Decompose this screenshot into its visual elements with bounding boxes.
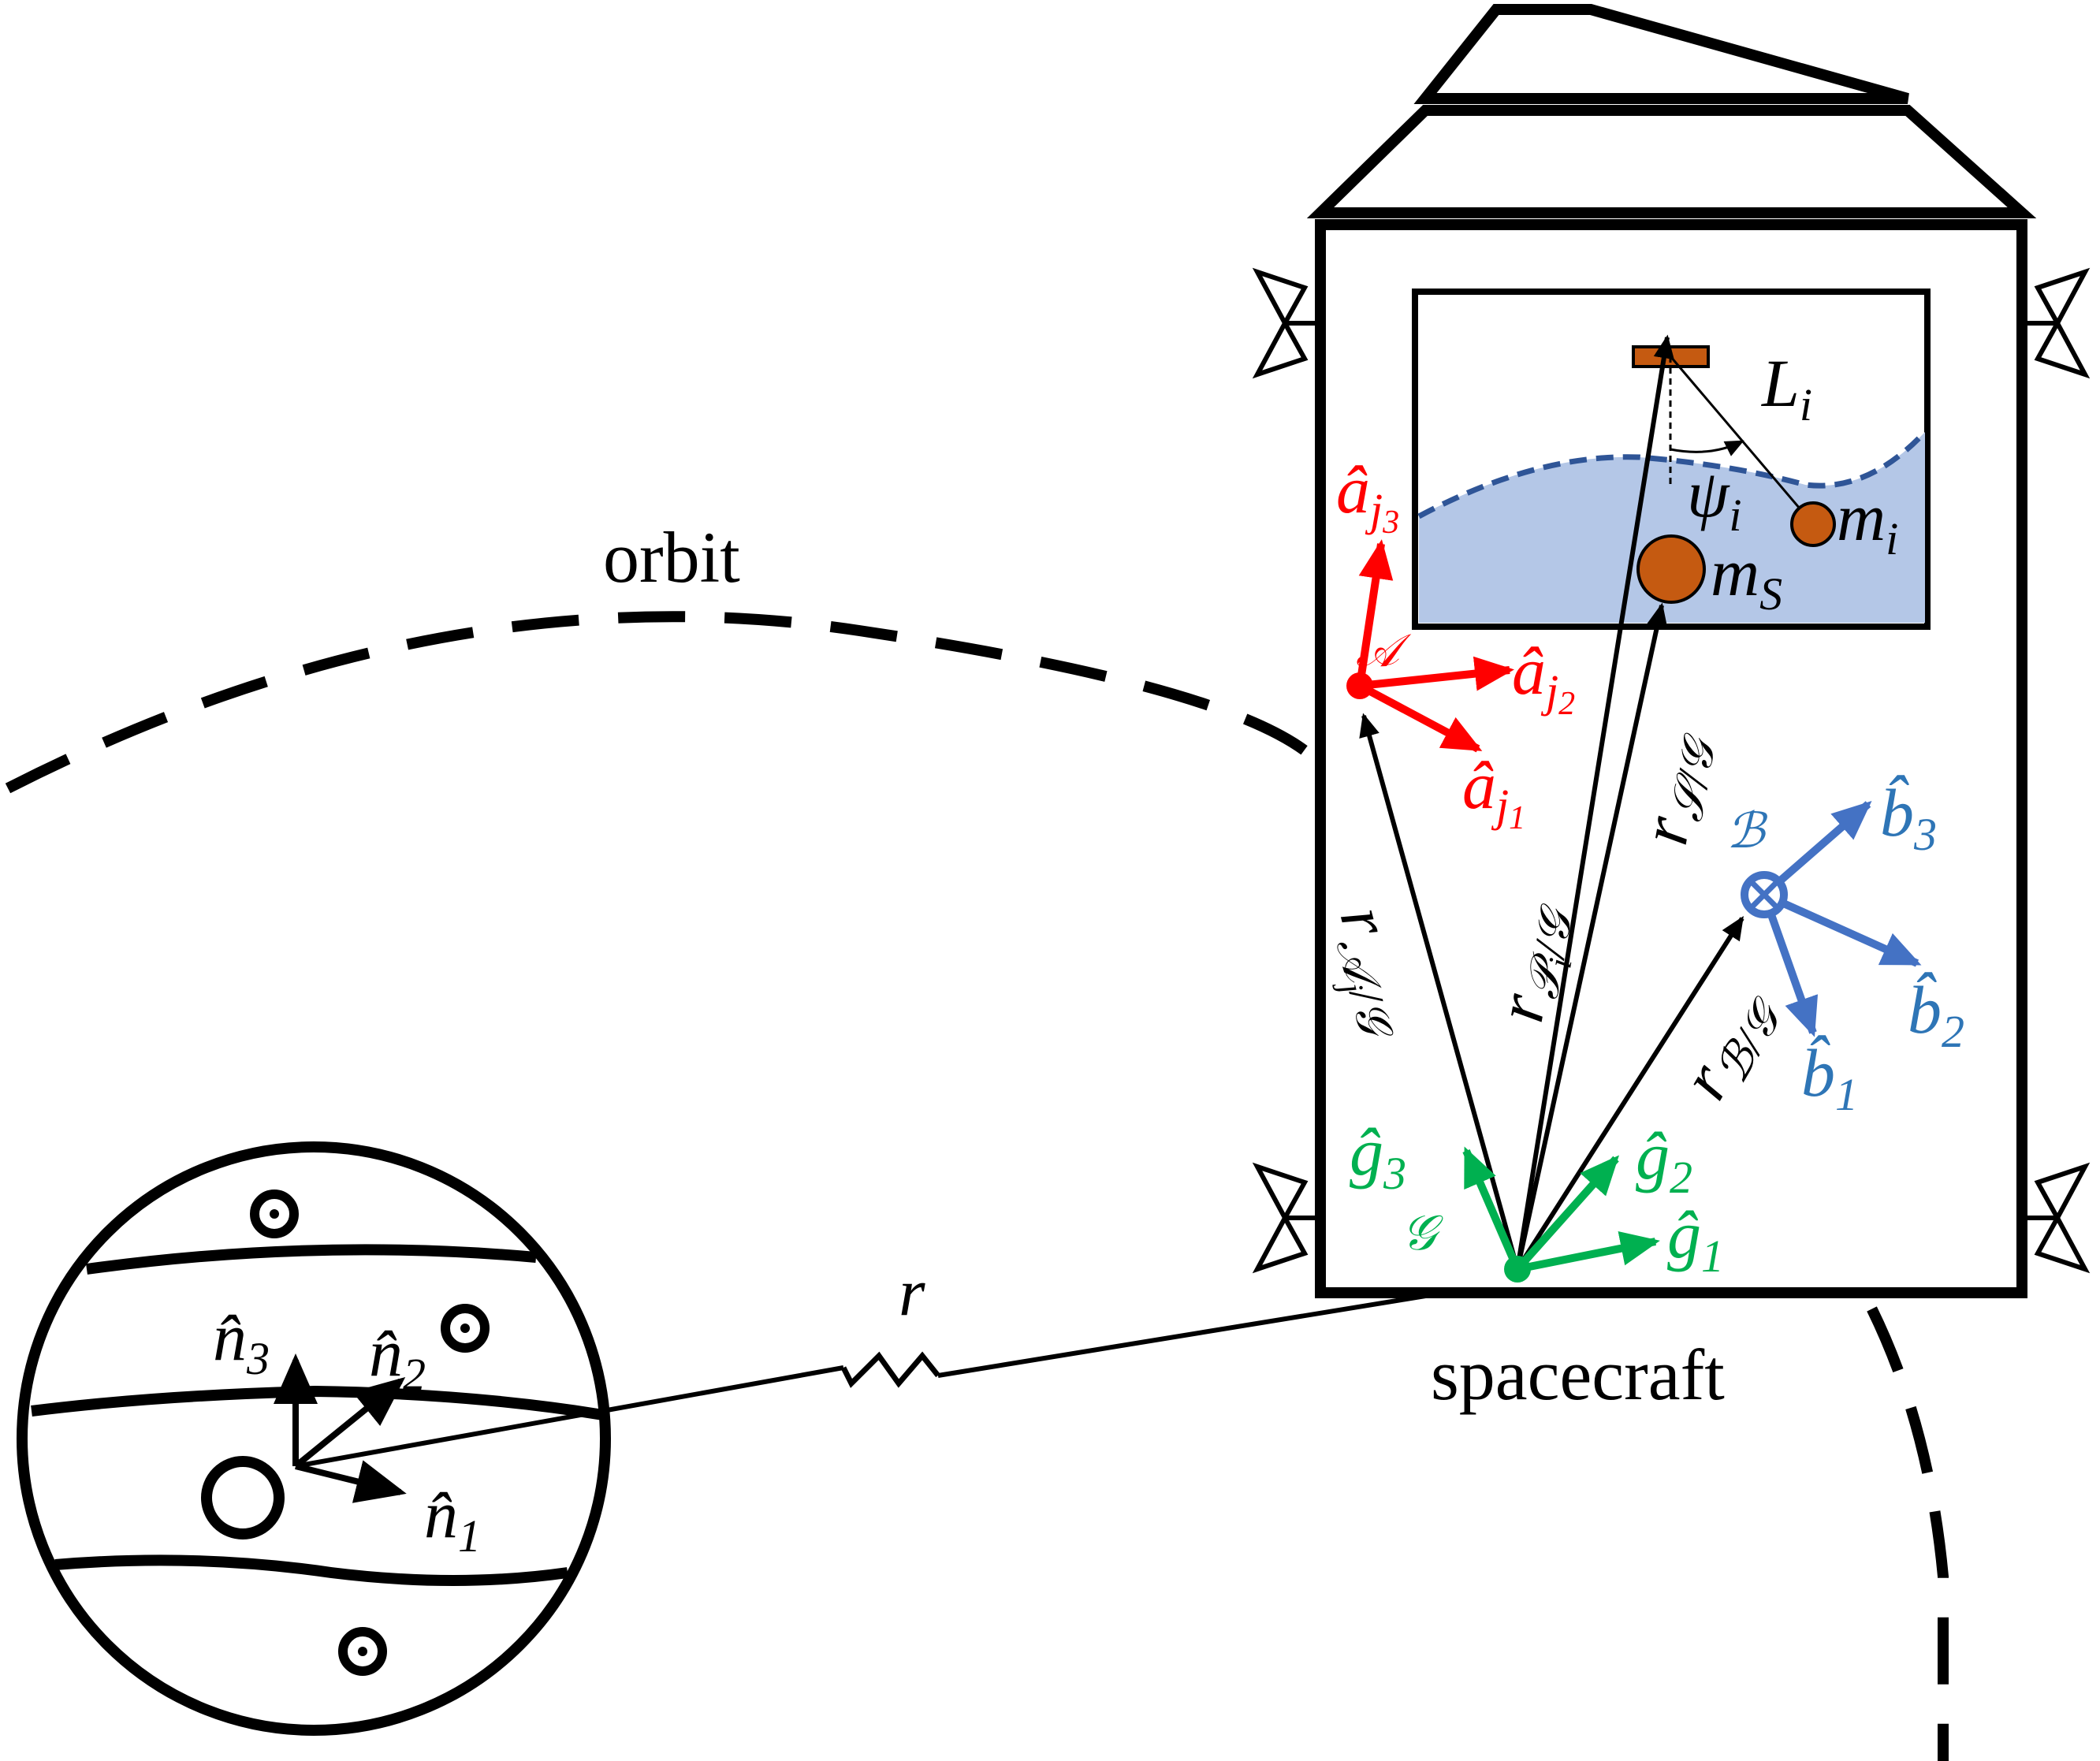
a1-label: âj1 [1462, 747, 1525, 836]
n2-label: n̂2 [369, 1315, 426, 1400]
spacecraft-label: spacecraft [1431, 1335, 1725, 1415]
n3-label: n̂3 [213, 1299, 270, 1384]
frame-n-vectors [274, 1353, 407, 1503]
frame-a [1346, 539, 1514, 753]
r-label: r [899, 1254, 925, 1330]
frame-g [1462, 1146, 1660, 1283]
g2-label: ĝ2 [1636, 1118, 1692, 1203]
thruster-group [1252, 267, 2091, 1274]
a3-label: âj3 [1336, 452, 1399, 541]
b1-label: b̂1 [1801, 1034, 1858, 1120]
a2-label: âj2 [1512, 633, 1575, 722]
m-i-label: mi [1837, 479, 1898, 564]
planet [17, 1141, 611, 1736]
g3-label: ĝ3 [1350, 1114, 1406, 1199]
frame-b-label: ℬ [1726, 802, 1768, 859]
l-i-label: Li [1760, 345, 1812, 430]
n1-label: n̂1 [424, 1476, 481, 1562]
g1-label: ĝ1 [1667, 1197, 1724, 1282]
psi-i-label: ψi [1687, 456, 1742, 541]
frame-b [1741, 801, 1922, 1037]
position-vectors [1359, 334, 1744, 1271]
b2-label: b̂2 [1908, 971, 1964, 1057]
orbit-label: orbit [603, 517, 740, 598]
m-s-label: mS [1711, 534, 1782, 620]
spacecraft-body [1306, 3, 2037, 1298]
b3-label: b̂3 [1880, 774, 1937, 860]
